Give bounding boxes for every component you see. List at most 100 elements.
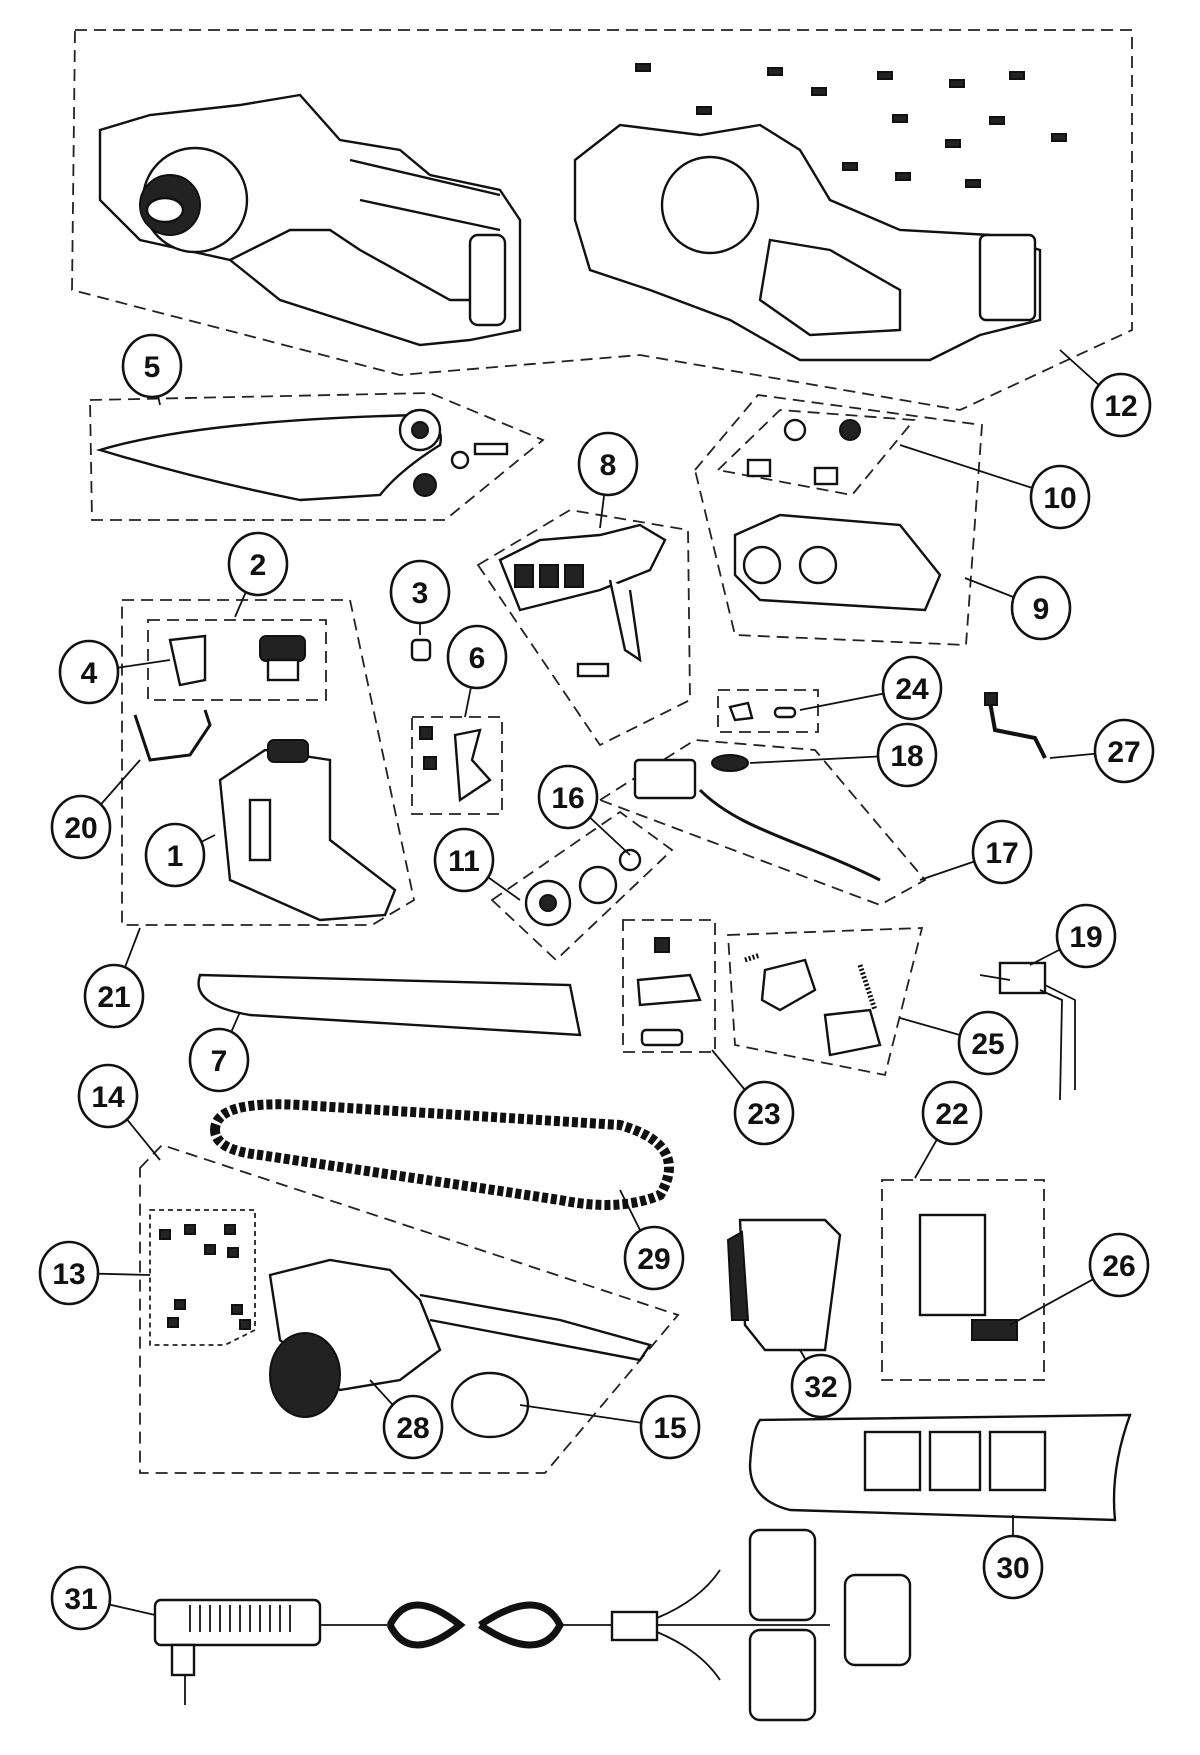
callout-number: 23 bbox=[747, 1098, 780, 1131]
callout-number: 24 bbox=[895, 673, 929, 706]
callout-number: 32 bbox=[804, 1371, 837, 1404]
group-12-housing bbox=[71, 29, 1133, 411]
group-6-plate bbox=[411, 716, 503, 815]
callout-number: 18 bbox=[890, 740, 923, 773]
callout-circle bbox=[957, 1010, 1019, 1076]
callout-circle bbox=[1010, 575, 1072, 641]
callout-number: 13 bbox=[52, 1258, 85, 1291]
callout-24: 24 bbox=[881, 655, 943, 721]
callout-circle bbox=[921, 1080, 983, 1146]
group-14-drive bbox=[139, 1143, 680, 1474]
callout-number: 10 bbox=[1043, 482, 1076, 515]
callout-circle bbox=[446, 624, 508, 690]
callout-20: 20 bbox=[50, 794, 112, 860]
callout-circle bbox=[733, 1080, 795, 1146]
callout-6: 6 bbox=[446, 624, 508, 690]
callout-circle bbox=[1029, 464, 1091, 530]
callout-circle bbox=[58, 639, 120, 705]
group-25-trigger bbox=[727, 927, 924, 1077]
callout-21: 21 bbox=[83, 963, 145, 1029]
callout-number: 19 bbox=[1069, 921, 1102, 954]
callout-circle bbox=[389, 559, 451, 625]
callout-number: 14 bbox=[91, 1081, 125, 1114]
callout-circle bbox=[1055, 903, 1117, 969]
callout-9: 9 bbox=[1010, 575, 1072, 641]
callout-number: 9 bbox=[1033, 593, 1050, 626]
callout-circle bbox=[83, 963, 145, 1029]
callout-circle bbox=[382, 1394, 444, 1460]
callout-circle bbox=[227, 531, 289, 597]
callout-number: 8 bbox=[600, 449, 617, 482]
group-11-gears bbox=[490, 810, 674, 962]
callout-number: 17 bbox=[985, 837, 1018, 870]
callout-18: 18 bbox=[876, 722, 938, 788]
callout-number: 25 bbox=[971, 1028, 1004, 1061]
callout-5: 5 bbox=[121, 333, 183, 399]
charger bbox=[153, 1528, 912, 1722]
callout-23: 23 bbox=[733, 1080, 795, 1146]
callout-17: 17 bbox=[971, 819, 1033, 885]
callout-number: 12 bbox=[1104, 390, 1137, 423]
callout-27: 27 bbox=[1093, 718, 1155, 784]
callout-circle bbox=[639, 1394, 701, 1460]
callout-circle bbox=[537, 764, 599, 830]
callout-2: 2 bbox=[227, 531, 289, 597]
callout-30: 30 bbox=[982, 1534, 1044, 1600]
callout-number: 28 bbox=[396, 1412, 429, 1445]
callout-1: 1 bbox=[144, 822, 206, 888]
callout-11: 11 bbox=[433, 827, 495, 893]
guide-bar bbox=[197, 973, 582, 1037]
callout-circle bbox=[77, 1063, 139, 1129]
callout-number: 7 bbox=[211, 1045, 228, 1078]
saw-chain bbox=[209, 1099, 674, 1210]
callout-number: 29 bbox=[637, 1243, 670, 1276]
callout-7: 7 bbox=[188, 1027, 250, 1093]
callout-circle bbox=[121, 333, 183, 399]
callout-circle bbox=[790, 1353, 852, 1419]
group-5-cover bbox=[89, 392, 545, 521]
screws-12 bbox=[635, 63, 1067, 188]
battery-parts bbox=[726, 1213, 1018, 1352]
callout-22: 22 bbox=[921, 1080, 983, 1146]
chain-cover bbox=[95, 408, 509, 502]
callout-26: 26 bbox=[1088, 1232, 1150, 1298]
callout-circle bbox=[881, 655, 943, 721]
housing-right-half bbox=[573, 63, 1067, 362]
callout-circle bbox=[50, 794, 112, 860]
callout-circle bbox=[1088, 1232, 1150, 1298]
plate-6 bbox=[419, 726, 492, 803]
callout-circle bbox=[144, 822, 206, 888]
callout-bubbles: 1234567891011121314151617181920212223242… bbox=[38, 333, 1155, 1631]
callout-number: 20 bbox=[64, 812, 97, 845]
callout-number: 4 bbox=[81, 657, 98, 690]
callout-circle bbox=[188, 1027, 250, 1093]
callout-number: 26 bbox=[1102, 1250, 1135, 1283]
group-9-guard bbox=[694, 394, 983, 646]
group-2-caps bbox=[147, 619, 327, 701]
drive-assembly bbox=[159, 1224, 652, 1439]
callout-25: 25 bbox=[957, 1010, 1019, 1076]
callout-number: 1 bbox=[167, 840, 184, 873]
callout-circle bbox=[1093, 718, 1155, 784]
callout-number: 30 bbox=[996, 1552, 1029, 1585]
group-17-switch bbox=[597, 739, 927, 906]
callout-8: 8 bbox=[577, 431, 639, 497]
housing-left-half bbox=[98, 93, 522, 347]
group-8-handle bbox=[476, 509, 691, 747]
callout-4: 4 bbox=[58, 639, 120, 705]
group-22-battery-bay bbox=[881, 1179, 1045, 1381]
group-10-bolts bbox=[716, 409, 916, 496]
callout-circle bbox=[982, 1534, 1044, 1600]
lock-trigger-parts bbox=[636, 937, 882, 1057]
callout-circle bbox=[876, 722, 938, 788]
callout-circle bbox=[971, 819, 1033, 885]
callout-number: 16 bbox=[551, 782, 584, 815]
callout-number: 21 bbox=[97, 981, 130, 1014]
callout-32: 32 bbox=[790, 1353, 852, 1419]
callout-number: 2 bbox=[250, 549, 267, 582]
callout-number: 31 bbox=[64, 1583, 97, 1616]
gears-11-16 bbox=[524, 848, 642, 927]
callout-13: 13 bbox=[38, 1240, 100, 1306]
bar-plate bbox=[733, 418, 942, 612]
